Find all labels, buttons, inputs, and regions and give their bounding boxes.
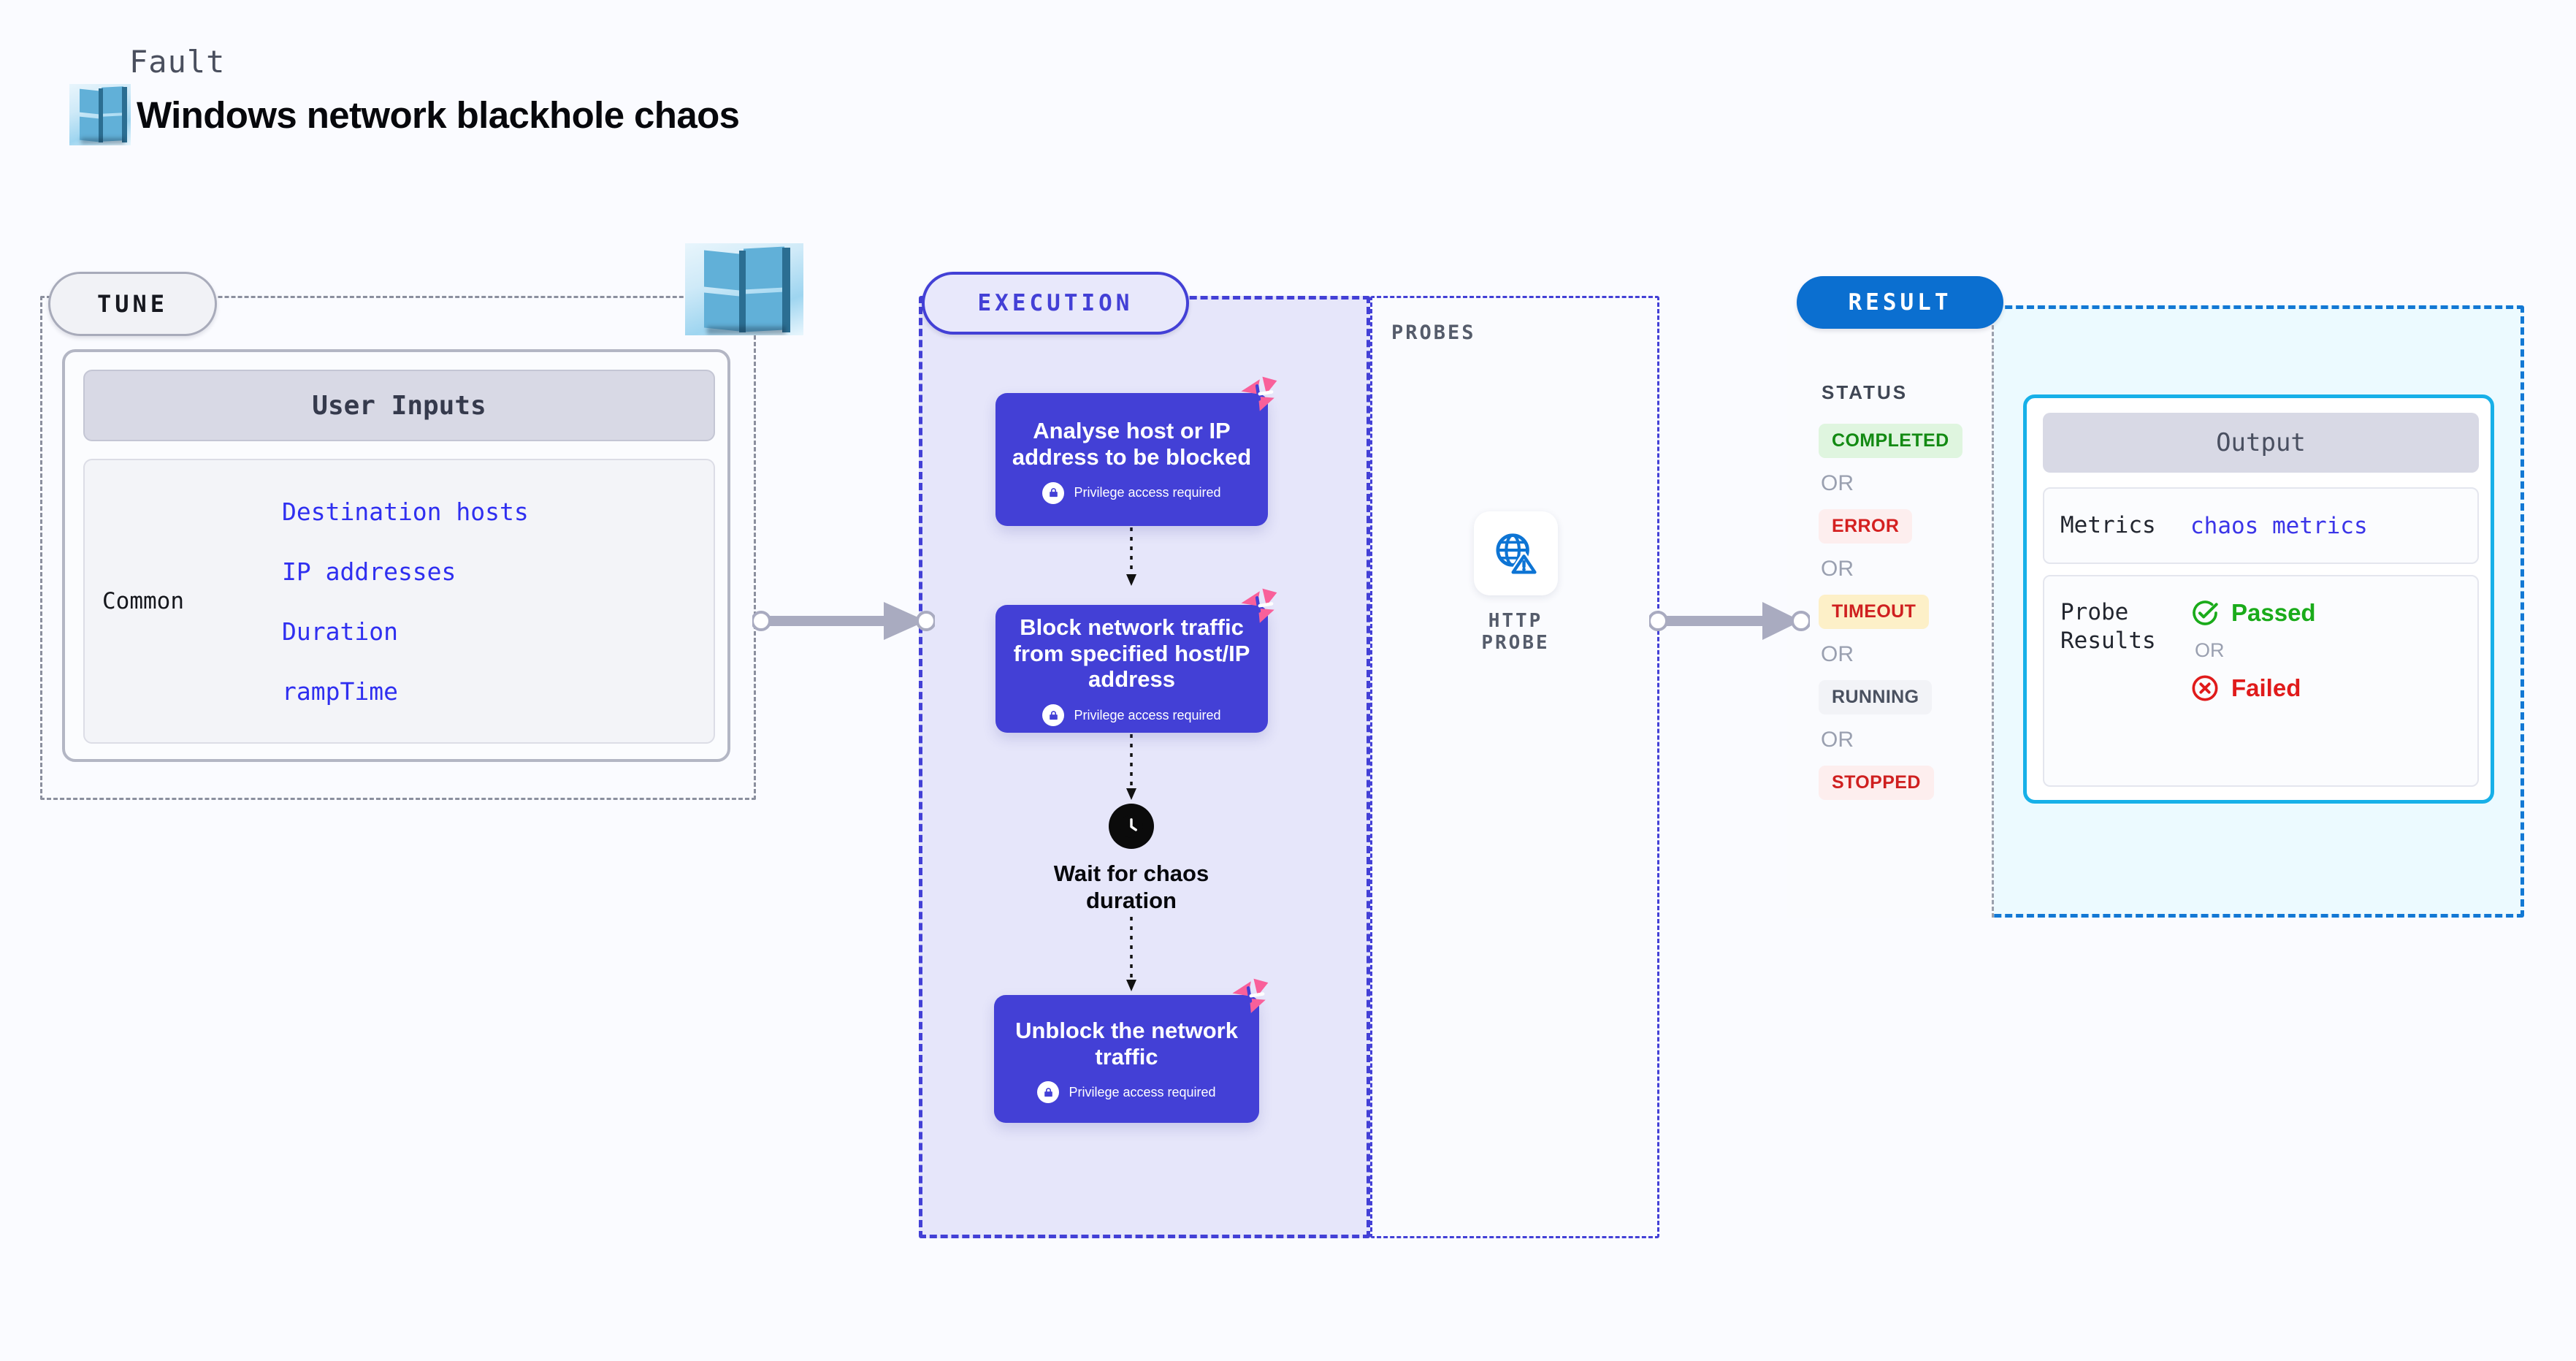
windows-logo-icon bbox=[69, 84, 131, 145]
status-title: STATUS bbox=[1822, 381, 1908, 403]
tune-param: rampTime bbox=[282, 676, 398, 706]
execution-badge: EXECUTION bbox=[922, 272, 1189, 335]
status-badge: STOPPED bbox=[1819, 766, 1934, 800]
privilege-note-text: Privilege access required bbox=[1074, 485, 1221, 500]
probe-result-passed: Passed bbox=[2190, 598, 2316, 628]
tune-param: Destination hosts bbox=[282, 497, 529, 526]
probe-result-failed: Failed bbox=[2190, 674, 2316, 703]
lock-icon bbox=[1042, 481, 1065, 504]
probe-results-row: Probe Results Passed OR Failed bbox=[2043, 575, 2479, 787]
probe-results-key: Probe Results bbox=[2060, 599, 2156, 654]
or-separator: OR bbox=[1821, 557, 1854, 581]
flow-arrow-3 bbox=[1126, 917, 1136, 991]
title-row: Windows network blackhole chaos bbox=[69, 84, 740, 145]
tune-card: User Inputs Common Destination hosts IP … bbox=[62, 349, 730, 762]
result-badge: RESULT bbox=[1797, 276, 2003, 329]
or-separator: OR bbox=[1821, 728, 1854, 752]
metrics-value[interactable]: chaos metrics bbox=[2190, 512, 2368, 539]
or-separator: OR bbox=[2195, 639, 2225, 661]
litmus-chaos-icon bbox=[1241, 376, 1277, 411]
connector-tune-to-execution bbox=[752, 602, 935, 640]
user-inputs-body: Common Destination hosts IP addresses Du… bbox=[83, 459, 715, 744]
output-card: Output Metrics chaos metrics Probe Resul… bbox=[2023, 394, 2494, 804]
status-badge: RUNNING bbox=[1819, 680, 1933, 714]
connector-execution-to-result bbox=[1649, 602, 1810, 640]
execution-wait-label: Wait for chaos duration bbox=[1053, 861, 1209, 913]
probe-item-http[interactable]: HTTP PROBE bbox=[1453, 511, 1578, 654]
privilege-note-text: Privilege access required bbox=[1069, 1084, 1216, 1099]
probes-label: PROBES bbox=[1391, 321, 1476, 344]
page-header: Fault Windows network blackhole chaos bbox=[69, 44, 740, 145]
tune-param: IP addresses bbox=[282, 557, 456, 586]
passed-label: Passed bbox=[2231, 599, 2316, 626]
x-circle-icon bbox=[2192, 675, 2218, 701]
execution-node-block-traffic[interactable]: Block network traffic from specified hos… bbox=[995, 588, 1277, 733]
execution-wait-node: Wait for chaos duration bbox=[1022, 804, 1241, 914]
check-circle-icon bbox=[2193, 601, 2218, 625]
tune-platform-windows-icon bbox=[685, 243, 803, 335]
probe-results-values: Passed OR Failed bbox=[2190, 598, 2316, 703]
status-badge: ERROR bbox=[1819, 509, 1913, 544]
litmus-chaos-icon bbox=[1232, 978, 1269, 1013]
common-group-label: Common bbox=[102, 588, 184, 614]
page-title: Windows network blackhole chaos bbox=[137, 94, 740, 136]
globe-warning-icon bbox=[1473, 511, 1558, 595]
privilege-note: Privilege access required bbox=[1042, 481, 1221, 504]
execution-node-title: Block network traffic from specified hos… bbox=[1013, 614, 1250, 693]
fault-label: Fault bbox=[129, 44, 226, 80]
metrics-row: Metrics chaos metrics bbox=[2043, 487, 2479, 564]
tune-badge: TUNE bbox=[48, 272, 217, 336]
status-badge: TIMEOUT bbox=[1819, 595, 1930, 629]
failed-label: Failed bbox=[2231, 674, 2301, 701]
execution-node-unblock-traffic[interactable]: Unblock the network traffic Privilege ac… bbox=[994, 978, 1269, 1123]
privilege-note: Privilege access required bbox=[1042, 704, 1221, 727]
litmus-chaos-icon bbox=[1241, 588, 1277, 623]
status-list: COMPLETED OR ERROR OR TIMEOUT OR RUNNING… bbox=[1819, 424, 1994, 800]
flow-arrow-1 bbox=[1126, 527, 1136, 586]
tune-param: Duration bbox=[282, 617, 398, 646]
lock-icon bbox=[1037, 1081, 1060, 1104]
execution-node-analyse[interactable]: Analyse host or IP address to be blocked… bbox=[995, 376, 1277, 526]
metrics-key: Metrics bbox=[2060, 512, 2156, 539]
or-separator: OR bbox=[1821, 471, 1854, 495]
flow-arrow-2 bbox=[1126, 734, 1136, 800]
privilege-note-text: Privilege access required bbox=[1074, 707, 1221, 723]
execution-node-title: Unblock the network traffic bbox=[1015, 1017, 1238, 1070]
probes-panel bbox=[1370, 296, 1659, 1238]
tune-param-list: Destination hosts IP addresses Duration … bbox=[282, 497, 529, 706]
clock-icon bbox=[1109, 804, 1154, 849]
probe-caption: HTTP PROBE bbox=[1481, 610, 1550, 654]
lock-icon bbox=[1042, 704, 1065, 727]
user-inputs-title: User Inputs bbox=[83, 370, 715, 441]
tune-panel bbox=[40, 296, 756, 800]
output-title: Output bbox=[2043, 413, 2479, 473]
status-badge: COMPLETED bbox=[1819, 424, 1962, 458]
or-separator: OR bbox=[1821, 642, 1854, 666]
execution-node-title: Analyse host or IP address to be blocked bbox=[1012, 418, 1252, 470]
privilege-note: Privilege access required bbox=[1037, 1081, 1216, 1104]
